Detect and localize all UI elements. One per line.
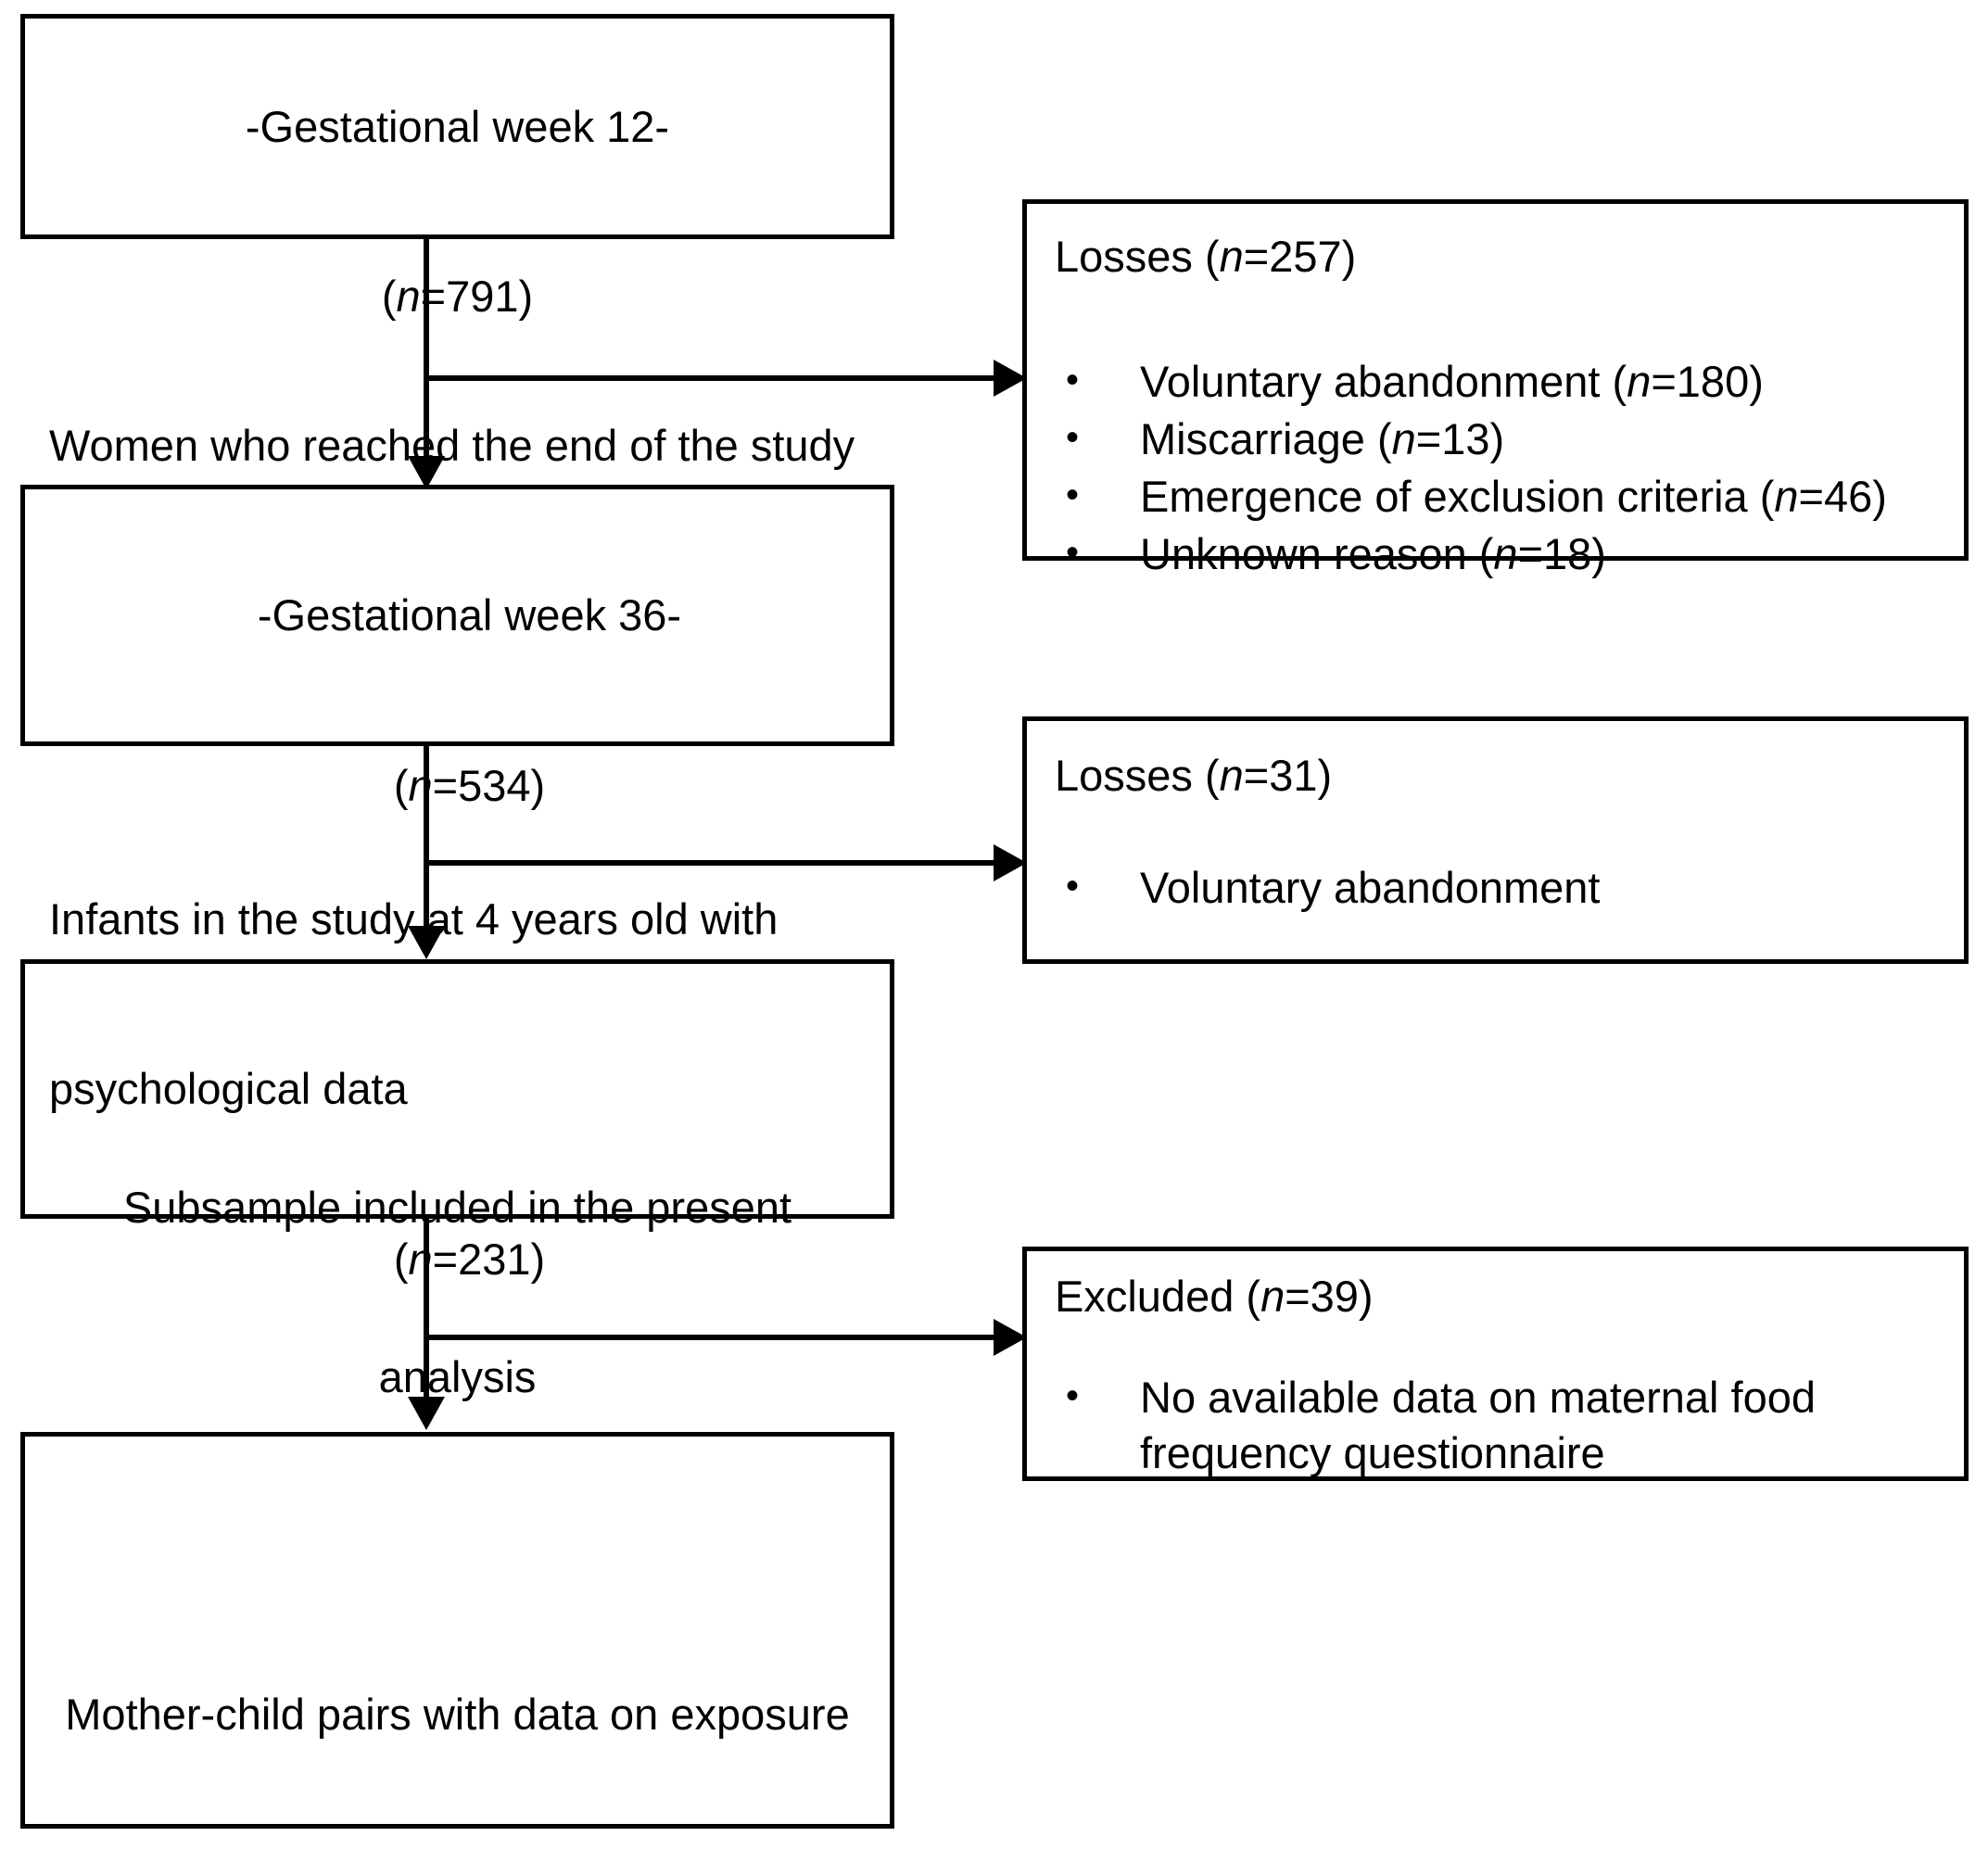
node-spacer bbox=[25, 1518, 890, 1572]
node-line-3: Mother-child pairs with data on exposure bbox=[65, 1689, 850, 1739]
node-line-1: Infants in the study at 4 years old with bbox=[49, 894, 779, 944]
node-losses-257: Losses (n=257) Voluntary abandonment (n=… bbox=[1022, 199, 1969, 579]
node-infants-4-years: Infants in the study at 4 years old with… bbox=[20, 894, 894, 1284]
node-line-2: analysis bbox=[378, 1352, 537, 1402]
connector-1-branch-horizontal bbox=[424, 375, 998, 381]
node-line-2: psychological data bbox=[49, 1064, 408, 1114]
node-line-1: Women who reached the end of the study bbox=[49, 421, 855, 471]
connector-1-arrowhead-right bbox=[994, 360, 1027, 397]
node-sample-size: (n=791) bbox=[381, 272, 534, 322]
node-women-recruited-text: Women recruited in the ELIPSES Study -Ge… bbox=[25, 0, 890, 438]
connector-1-arrowhead-down bbox=[408, 456, 445, 489]
list-item: Voluntary abandonment (n=180) bbox=[1055, 354, 1947, 410]
node-losses-31-title: Losses (n=31) bbox=[1055, 751, 1333, 800]
node-subsample-analysis: Subsample included in the present analys… bbox=[20, 1183, 894, 1829]
list-item: Miscarriage (n=13) bbox=[1055, 412, 1947, 467]
node-subsample-analysis-text: Subsample included in the present analys… bbox=[25, 1066, 890, 1849]
connector-3-vertical bbox=[424, 1219, 429, 1402]
connector-3-arrowhead-down bbox=[408, 1397, 445, 1430]
list-item: Voluntary abandonment bbox=[1055, 860, 1947, 916]
connector-2-branch-horizontal bbox=[424, 860, 998, 866]
node-excluded-39-bullet-list: No available data on maternal food frequ… bbox=[1055, 1370, 1853, 1483]
list-item: Unknown reason (n=18) bbox=[1055, 526, 1947, 582]
node-women-recruited: Women recruited in the ELIPSES Study -Ge… bbox=[20, 14, 894, 321]
node-women-reached-end: Women who reached the end of the study -… bbox=[20, 421, 894, 810]
connector-2-arrowhead-down bbox=[408, 926, 445, 959]
node-losses-31: Losses (n=31) Voluntary abandonment bbox=[1022, 716, 1969, 964]
connector-3-branch-horizontal bbox=[424, 1335, 998, 1340]
connector-1-vertical bbox=[424, 239, 429, 462]
node-excluded-39: Excluded (n=39) No available data on mat… bbox=[1022, 1247, 1969, 1481]
node-losses-31-bullet-list: Voluntary abandonment bbox=[1055, 860, 1947, 918]
list-item: No available data on maternal food frequ… bbox=[1055, 1370, 1853, 1481]
node-line-1: Subsample included in the present bbox=[122, 1182, 792, 1232]
node-losses-257-bullet-list: Voluntary abandonment (n=180) Miscarriag… bbox=[1055, 354, 1947, 585]
connector-2-vertical bbox=[424, 746, 429, 931]
connector-3-arrowhead-right bbox=[994, 1319, 1027, 1356]
node-line-2: -Gestational week 36- bbox=[257, 590, 682, 640]
connector-2-arrowhead-right bbox=[994, 844, 1027, 881]
list-item: Emergence of exclusion criteria (n=46) bbox=[1055, 469, 1947, 525]
node-losses-257-title: Losses (n=257) bbox=[1055, 232, 1357, 281]
node-line-2: -Gestational week 12- bbox=[245, 101, 670, 151]
node-excluded-39-title: Excluded (n=39) bbox=[1055, 1272, 1374, 1321]
node-infants-4-years-text: Infants in the study at 4 years old with… bbox=[25, 778, 890, 1400]
